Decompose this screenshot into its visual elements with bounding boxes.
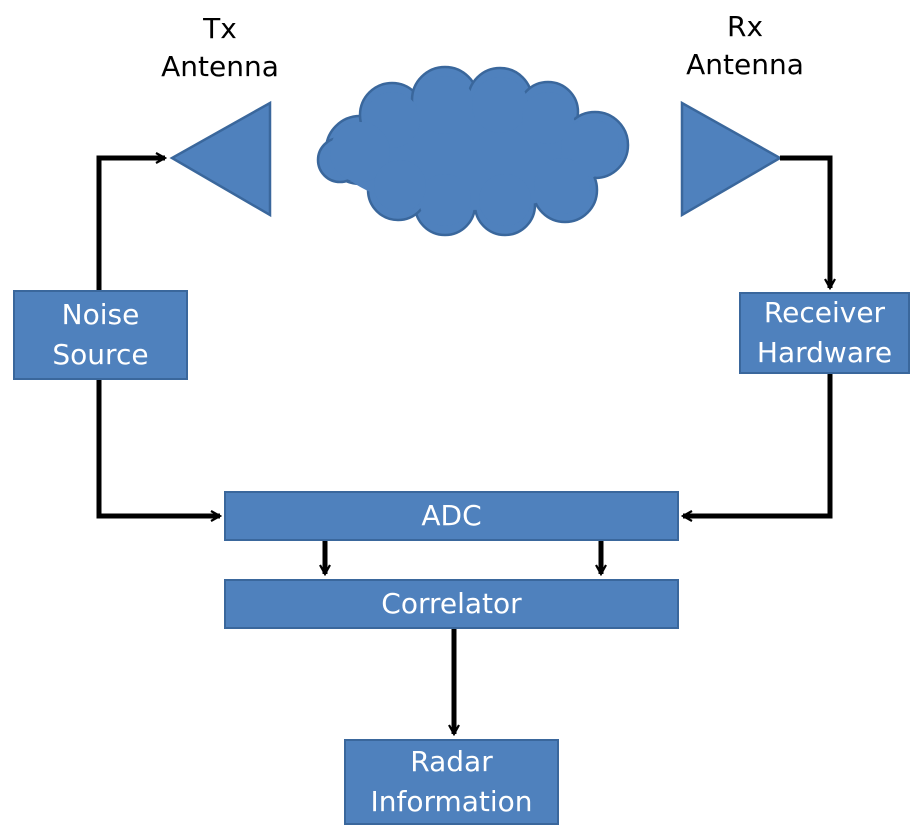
radar-information-label-line2: Information	[370, 785, 533, 818]
cloud-fill	[330, 76, 619, 226]
rx-antenna-label: Rx Antenna	[665, 8, 825, 84]
adc-block: ADC	[224, 491, 679, 541]
receiver-hardware-block: Receiver Hardware	[739, 292, 910, 374]
adc-label: ADC	[421, 499, 482, 532]
tx-antenna-label-line2: Antenna	[161, 50, 279, 83]
tx-antenna-label-line1: Tx	[203, 12, 237, 45]
tx-antenna-icon	[169, 100, 272, 218]
receiver-hardware-label-line1: Receiver	[763, 296, 886, 329]
rx-antenna-icon	[680, 100, 783, 218]
noise-source-label-line2: Source	[52, 338, 149, 371]
arrow-noise-to-adc	[96, 380, 220, 516]
radar-information-block: Radar Information	[344, 739, 559, 825]
noise-source-label-line1: Noise	[61, 298, 140, 331]
arrow-receiver-to-adc	[683, 374, 833, 516]
tx-antenna-label: Tx Antenna	[140, 10, 300, 86]
rx-antenna-label-line1: Rx	[726, 10, 764, 43]
correlator-label: Correlator	[381, 587, 522, 620]
radar-information-label-line1: Radar	[410, 745, 493, 778]
receiver-hardware-label-line2: Hardware	[756, 336, 893, 369]
noise-source-block: Noise Source	[13, 290, 188, 380]
arrow-rx-to-receiver	[780, 155, 830, 288]
arrow-noise-to-tx	[96, 158, 165, 290]
correlator-block: Correlator	[224, 579, 679, 629]
rx-antenna-label-line2: Antenna	[686, 48, 804, 81]
